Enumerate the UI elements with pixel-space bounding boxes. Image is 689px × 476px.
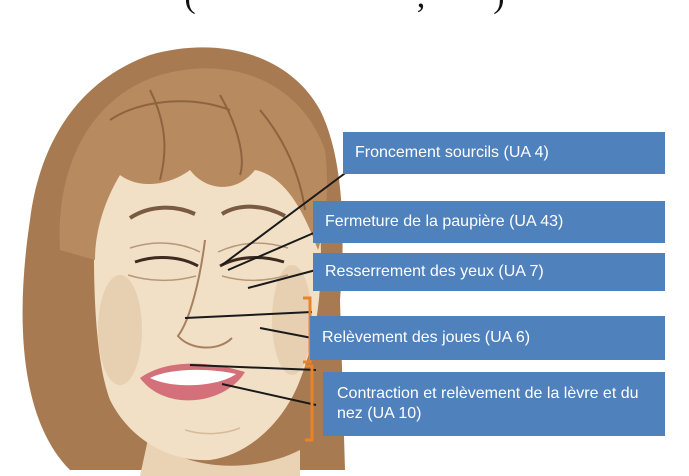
label-resserrement-yeux: Resserrement des yeux (UA 7): [313, 253, 665, 291]
cheek-shadow-right: [272, 265, 312, 375]
label-relevement-joues: Relèvement des joues (UA 6): [310, 316, 665, 360]
label-fermeture-paupiere: Fermeture de la paupière (UA 43): [313, 201, 665, 243]
cheek-shadow-left: [98, 275, 142, 385]
label-froncement-sourcils: Froncement sourcils (UA 4): [343, 132, 665, 174]
label-contraction-levre-nez: Contraction et relèvement de la lèvre et…: [323, 372, 665, 436]
